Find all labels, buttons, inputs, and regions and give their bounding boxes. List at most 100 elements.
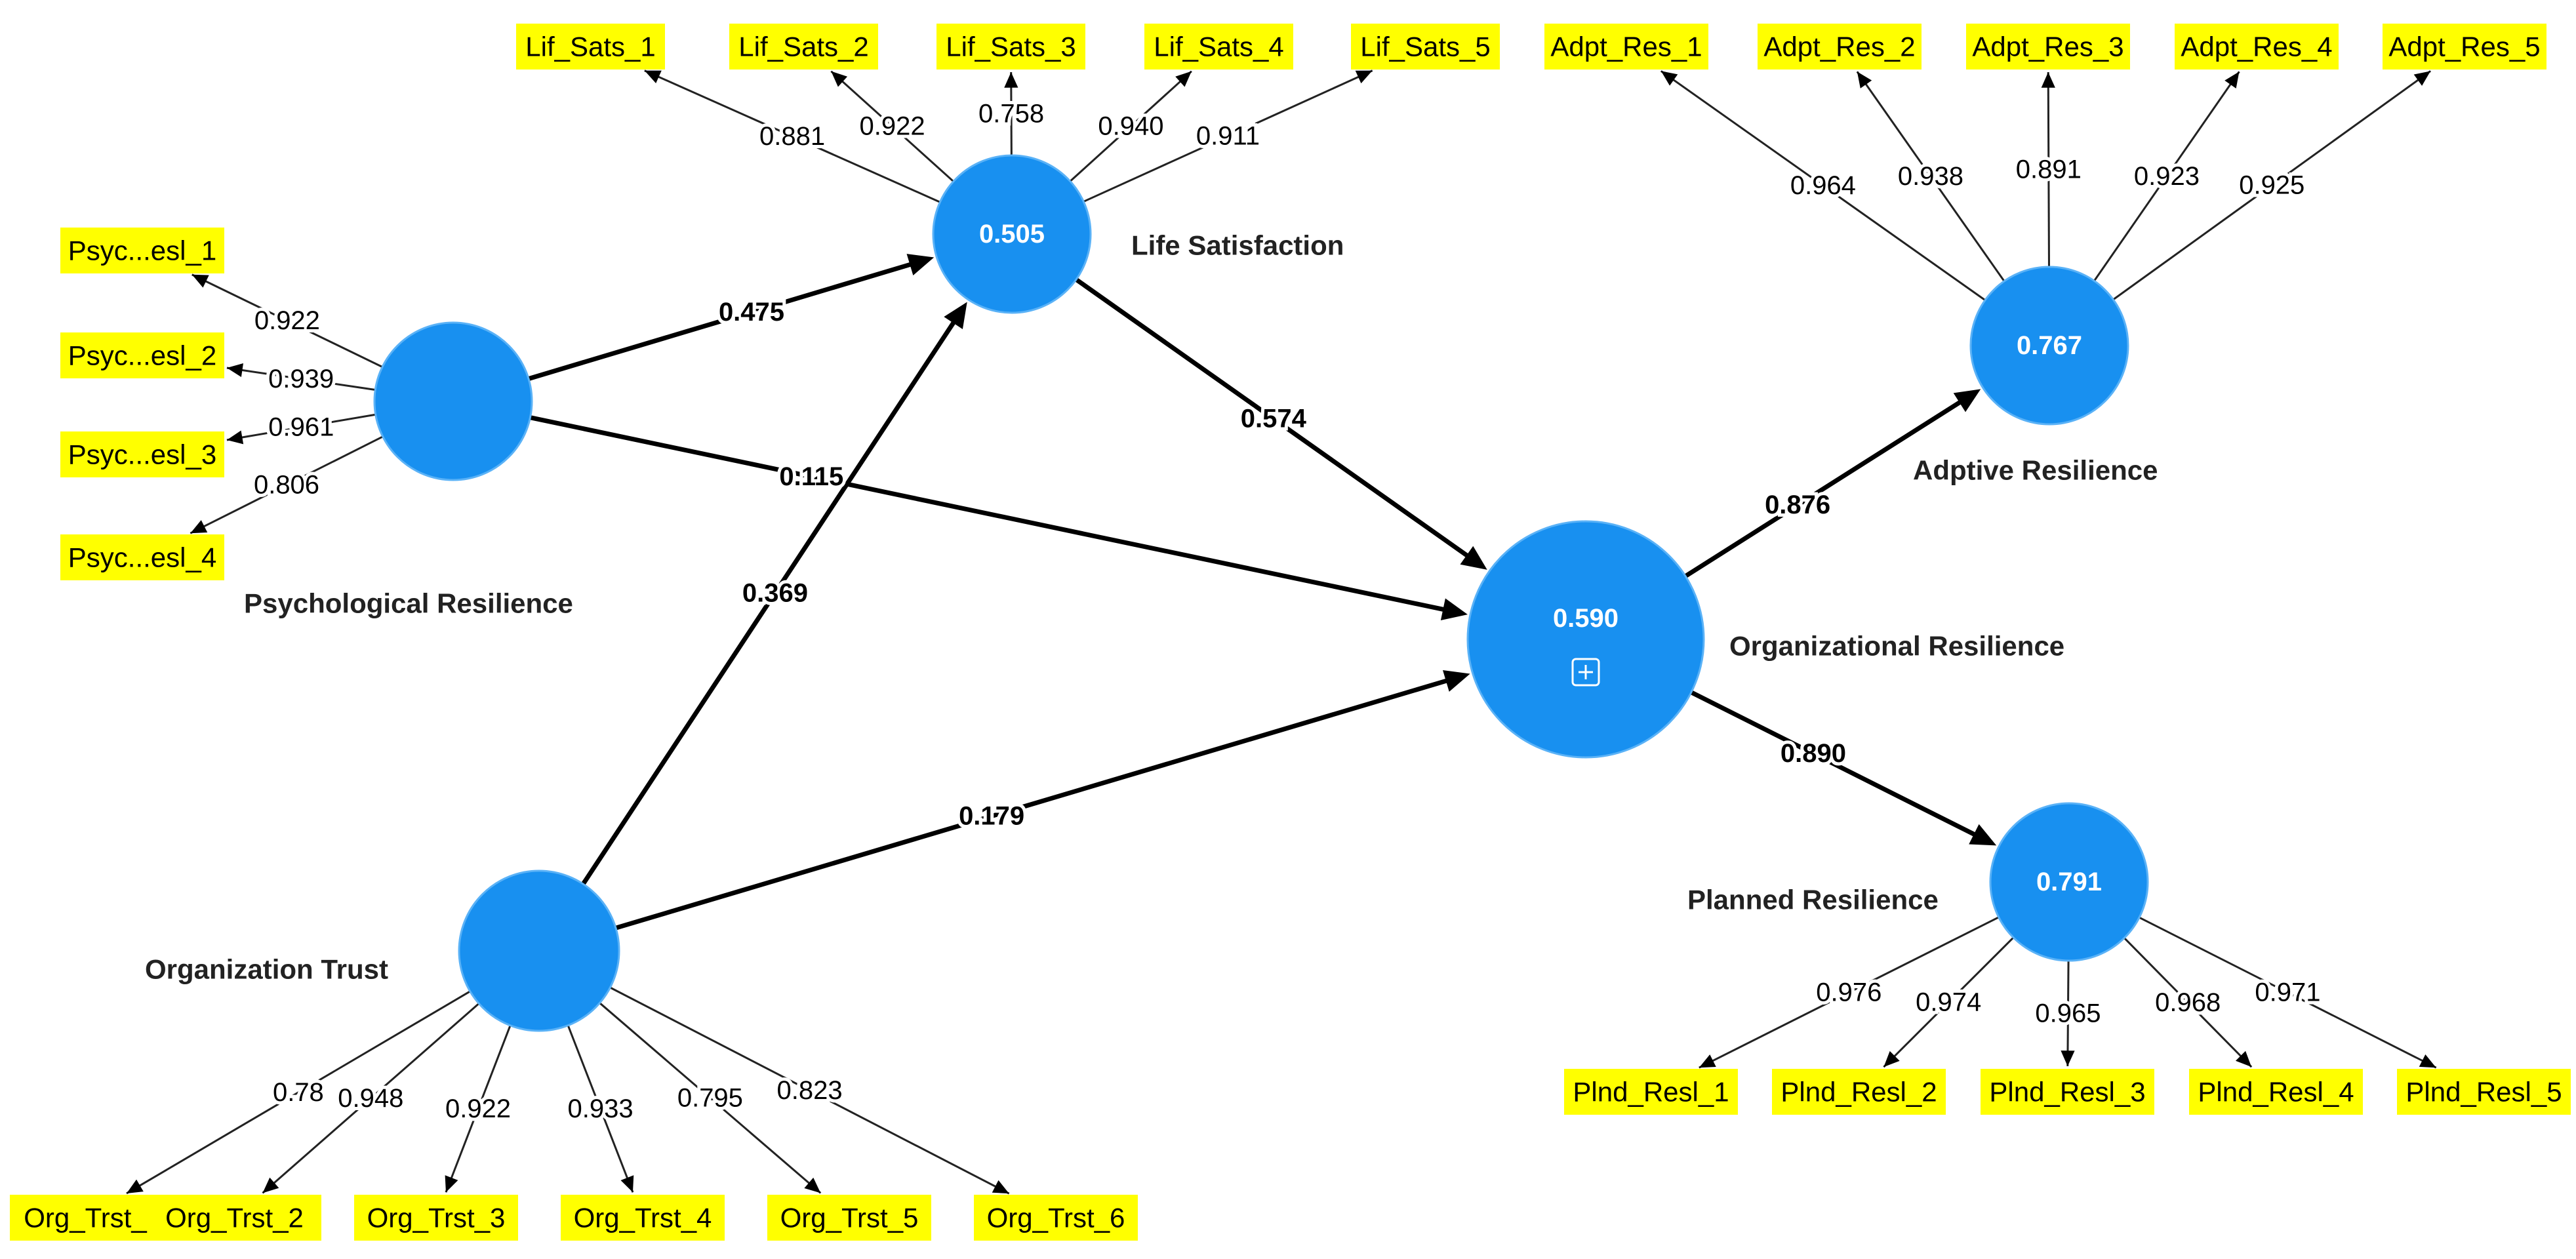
construct-PL[interactable]: 0.791: [1989, 802, 2149, 962]
path-coef-ls-or: 0.574: [1241, 405, 1307, 433]
indicator-ar1[interactable]: Adpt_Res_1: [1544, 24, 1708, 70]
indicator-box-ar5[interactable]: [2383, 24, 2546, 70]
construct-circle-PL[interactable]: [1989, 802, 2149, 962]
construct-label-LS: Life Satisfaction: [1131, 230, 1344, 261]
indicator-box-ar2[interactable]: [1758, 24, 1922, 70]
indicator-ls4[interactable]: Lif_Sats_4: [1144, 24, 1293, 70]
indicator-ar2[interactable]: Adpt_Res_2: [1758, 24, 1922, 70]
indicator-ls2[interactable]: Lif_Sats_2: [729, 24, 878, 70]
construct-label-OR: Organizational Resilience: [1729, 631, 2064, 662]
construct-circle-LS[interactable]: [932, 154, 1092, 314]
loading-line-ar1: [1660, 70, 1986, 301]
plus-square-icon[interactable]: [1571, 658, 1600, 687]
indicator-label-ar3: Adpt_Res_3: [1972, 31, 2123, 62]
loading-ar4: 0.923: [2093, 71, 2240, 282]
indicator-ot2[interactable]: Org_Trst_2: [148, 1195, 321, 1241]
indicator-box-pr4[interactable]: [60, 534, 224, 580]
indicator-pr4[interactable]: Psyc...esl_4: [60, 534, 224, 580]
construct-PR[interactable]: [373, 321, 533, 481]
indicator-ot6[interactable]: Org_Trst_6: [974, 1195, 1138, 1241]
indicator-box-ls3[interactable]: [936, 24, 1085, 70]
loading-value-pr4: 0.806: [254, 471, 319, 500]
construct-circle-OT[interactable]: [458, 869, 620, 1032]
indicator-ar3[interactable]: Adpt_Res_3: [1966, 24, 2130, 70]
path-arrowhead-or-ar: [1953, 389, 1981, 412]
indicator-label-pr3: Psyc...esl_3: [68, 439, 216, 470]
indicator-ls5[interactable]: Lif_Sats_5: [1351, 24, 1500, 70]
loading-value-ls4: 0.940: [1098, 112, 1163, 141]
indicator-box-ot3[interactable]: [354, 1195, 518, 1241]
construct-OT[interactable]: [458, 869, 620, 1032]
indicator-label-ar5: Adpt_Res_5: [2388, 31, 2540, 62]
construct-r2-PL: 0.791: [2036, 868, 2102, 896]
construct-circle-PR[interactable]: [373, 321, 533, 481]
indicator-box-pr3[interactable]: [60, 431, 224, 477]
loading-line-ar4: [2093, 71, 2240, 282]
indicator-box-ar3[interactable]: [1966, 24, 2130, 70]
indicator-box-ar1[interactable]: [1544, 24, 1708, 70]
loading-value-ot6: 0.823: [776, 1076, 842, 1105]
loading-value-pl5: 0.971: [2255, 978, 2320, 1007]
indicator-box-ls4[interactable]: [1144, 24, 1293, 70]
loading-arrowhead-ar2: [1857, 71, 1872, 89]
indicator-ar5[interactable]: Adpt_Res_5: [2383, 24, 2546, 70]
indicator-box-ot1[interactable]: [10, 1195, 161, 1241]
path-arrowhead-pr-or: [1440, 598, 1468, 621]
indicator-label-ot4: Org_Trst_4: [574, 1203, 712, 1233]
loading-arrowhead-pl4: [2235, 1050, 2252, 1068]
indicator-box-ot5[interactable]: [767, 1195, 931, 1241]
loading-ot3: 0.922: [442, 1025, 514, 1193]
indicator-box-ls2[interactable]: [729, 24, 878, 70]
indicator-ls3[interactable]: Lif_Sats_3: [936, 24, 1085, 70]
indicator-box-ar4[interactable]: [2175, 24, 2339, 70]
indicator-pl3[interactable]: Plnd_Resl_3: [1981, 1069, 2154, 1115]
indicator-box-ls1[interactable]: [516, 24, 665, 70]
indicator-pl4[interactable]: Plnd_Resl_4: [2189, 1069, 2363, 1115]
loading-pr3: 0.961: [226, 410, 376, 445]
construct-LS[interactable]: 0.505: [932, 154, 1092, 314]
loading-ot1: 0.78: [126, 990, 471, 1195]
loading-arrowhead-ot3: [445, 1175, 458, 1193]
indicator-box-ot4[interactable]: [561, 1195, 725, 1241]
indicator-box-ot6[interactable]: [974, 1195, 1138, 1241]
indicator-box-pr2[interactable]: [60, 332, 224, 378]
indicator-pl2[interactable]: Plnd_Resl_2: [1772, 1069, 1946, 1115]
indicator-ot1[interactable]: Org_Trst_: [10, 1195, 161, 1241]
indicator-pr1[interactable]: Psyc...esl_1: [60, 228, 224, 273]
indicator-box-pl1[interactable]: [1564, 1069, 1738, 1115]
construct-AR[interactable]: 0.767: [1969, 266, 2129, 426]
indicator-pl1[interactable]: Plnd_Resl_1: [1564, 1069, 1738, 1115]
indicator-label-pl5: Plnd_Resl_5: [2405, 1077, 2562, 1108]
path-ot-or: 0.179: [614, 670, 1470, 930]
construct-OR[interactable]: 0.590: [1466, 520, 1705, 759]
indicator-pr2[interactable]: Psyc...esl_2: [60, 332, 224, 378]
loading-line-pr3: [226, 413, 376, 441]
construct-circle-AR[interactable]: [1969, 266, 2129, 426]
indicator-ar4[interactable]: Adpt_Res_4: [2175, 24, 2339, 70]
path-coef-or-pl: 0.890: [1781, 739, 1846, 768]
indicator-ot5[interactable]: Org_Trst_5: [767, 1195, 931, 1241]
indicator-label-pr1: Psyc...esl_1: [68, 235, 216, 266]
indicator-box-ot2[interactable]: [148, 1195, 321, 1241]
construct-circle-OR[interactable]: [1466, 520, 1705, 759]
indicator-box-pr1[interactable]: [60, 228, 224, 273]
loading-arrowhead-pr3: [226, 430, 244, 445]
indicator-box-pl3[interactable]: [1981, 1069, 2154, 1115]
indicator-box-pl4[interactable]: [2189, 1069, 2363, 1115]
indicator-ls1[interactable]: Lif_Sats_1: [516, 24, 665, 70]
indicator-box-pl2[interactable]: [1772, 1069, 1946, 1115]
indicator-ot4[interactable]: Org_Trst_4: [561, 1195, 725, 1241]
indicator-label-pl4: Plnd_Resl_4: [2198, 1077, 2354, 1108]
indicator-box-ls5[interactable]: [1351, 24, 1500, 70]
indicator-pl5[interactable]: Plnd_Resl_5: [2397, 1069, 2571, 1115]
indicator-ot3[interactable]: Org_Trst_3: [354, 1195, 518, 1241]
indicator-pr3[interactable]: Psyc...esl_3: [60, 431, 224, 477]
indicator-label-ls2: Lif_Sats_2: [738, 31, 868, 62]
indicator-box-pl5[interactable]: [2397, 1069, 2571, 1115]
construct-label-OT: Organization Trust: [145, 954, 388, 985]
indicator-label-ls4: Lif_Sats_4: [1154, 31, 1283, 62]
loading-arrowhead-pl5: [2419, 1054, 2436, 1068]
loading-value-ls2: 0.922: [860, 112, 925, 141]
